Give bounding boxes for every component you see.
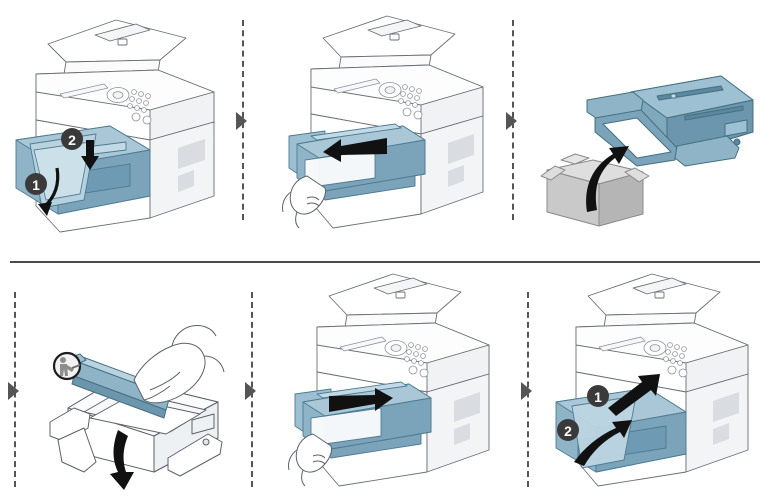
lift-out-arrow <box>586 146 629 212</box>
flow-separator-4 <box>245 292 259 487</box>
panel-close-front-cover: 1 2 <box>538 262 770 500</box>
step-arrow-1 <box>608 374 660 416</box>
peel-arrow <box>110 430 134 490</box>
hand-illustration <box>133 325 225 404</box>
flow-separator-1 <box>236 20 250 220</box>
step-badge-1-label: 1 <box>594 389 602 405</box>
hand-illustration <box>282 175 326 229</box>
panel-unpack-new-cartridge <box>525 0 770 262</box>
control-panel <box>339 336 429 378</box>
step-badge-2: 2 <box>61 128 83 150</box>
instruction-row-top: 1 2 <box>0 0 770 262</box>
row-divider <box>10 261 760 263</box>
panel-remove-used-cartridge <box>255 0 505 262</box>
insert-arrow <box>329 388 393 412</box>
control-panel <box>333 78 423 120</box>
side-vents <box>713 392 739 445</box>
panel-open-front-cover: 1 2 <box>0 0 235 262</box>
toner-cartridge-new <box>586 75 754 167</box>
side-vents <box>448 134 474 187</box>
control-panel <box>598 336 688 378</box>
instruction-row-bottom: 1 2 <box>0 262 770 500</box>
step-badge-1: 1 <box>25 173 47 195</box>
step-badge-1: 1 <box>587 385 609 407</box>
triangle-right-icon <box>245 382 256 400</box>
hand-illustration <box>288 433 332 487</box>
step-badge-2-label: 2 <box>564 423 572 439</box>
step-arrow-2 <box>81 140 99 170</box>
flow-separator-2 <box>506 20 520 220</box>
panel-remove-protective-cover <box>22 262 235 500</box>
pull-out-arrow <box>323 138 387 162</box>
side-vents <box>454 392 480 445</box>
triangle-right-icon <box>506 112 517 130</box>
panel-insert-new-cartridge <box>263 262 511 500</box>
step-badge-2: 2 <box>557 419 579 441</box>
step-badge-1-label: 1 <box>32 177 40 193</box>
triangle-right-icon <box>236 112 247 130</box>
flow-separator-5 <box>521 292 535 487</box>
control-panel <box>59 83 152 125</box>
step-arrow-1-head <box>38 202 52 216</box>
step-arrow-2 <box>574 420 632 466</box>
flow-separator-3 <box>8 292 22 487</box>
step-badge-2-label: 2 <box>68 132 76 148</box>
triangle-right-icon <box>8 382 19 400</box>
triangle-right-icon <box>521 382 532 400</box>
do-not-touch-drum-icon <box>52 351 82 381</box>
side-vents <box>178 139 205 192</box>
